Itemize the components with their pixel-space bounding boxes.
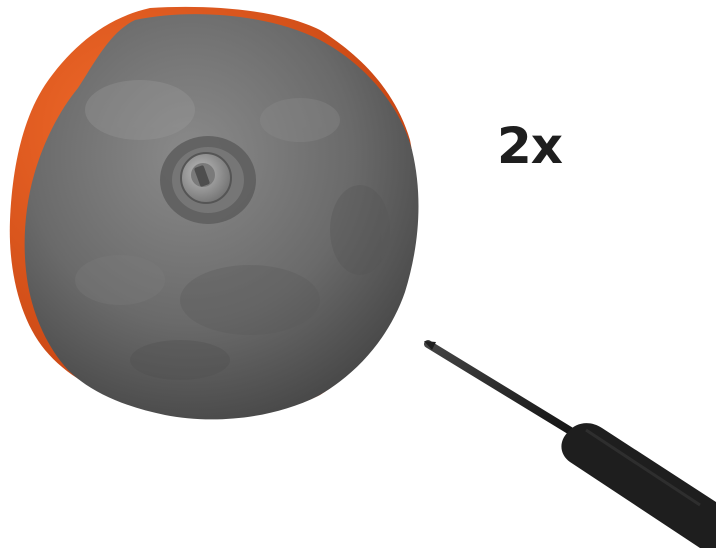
- screwdriver-shaft: [428, 344, 582, 438]
- quantity-label: 2x: [497, 116, 562, 176]
- bolt-head: [181, 153, 231, 203]
- climbing-hold-icon: [10, 7, 419, 420]
- screwdriver-handle: [561, 423, 716, 548]
- screwdriver-icon: [424, 341, 716, 548]
